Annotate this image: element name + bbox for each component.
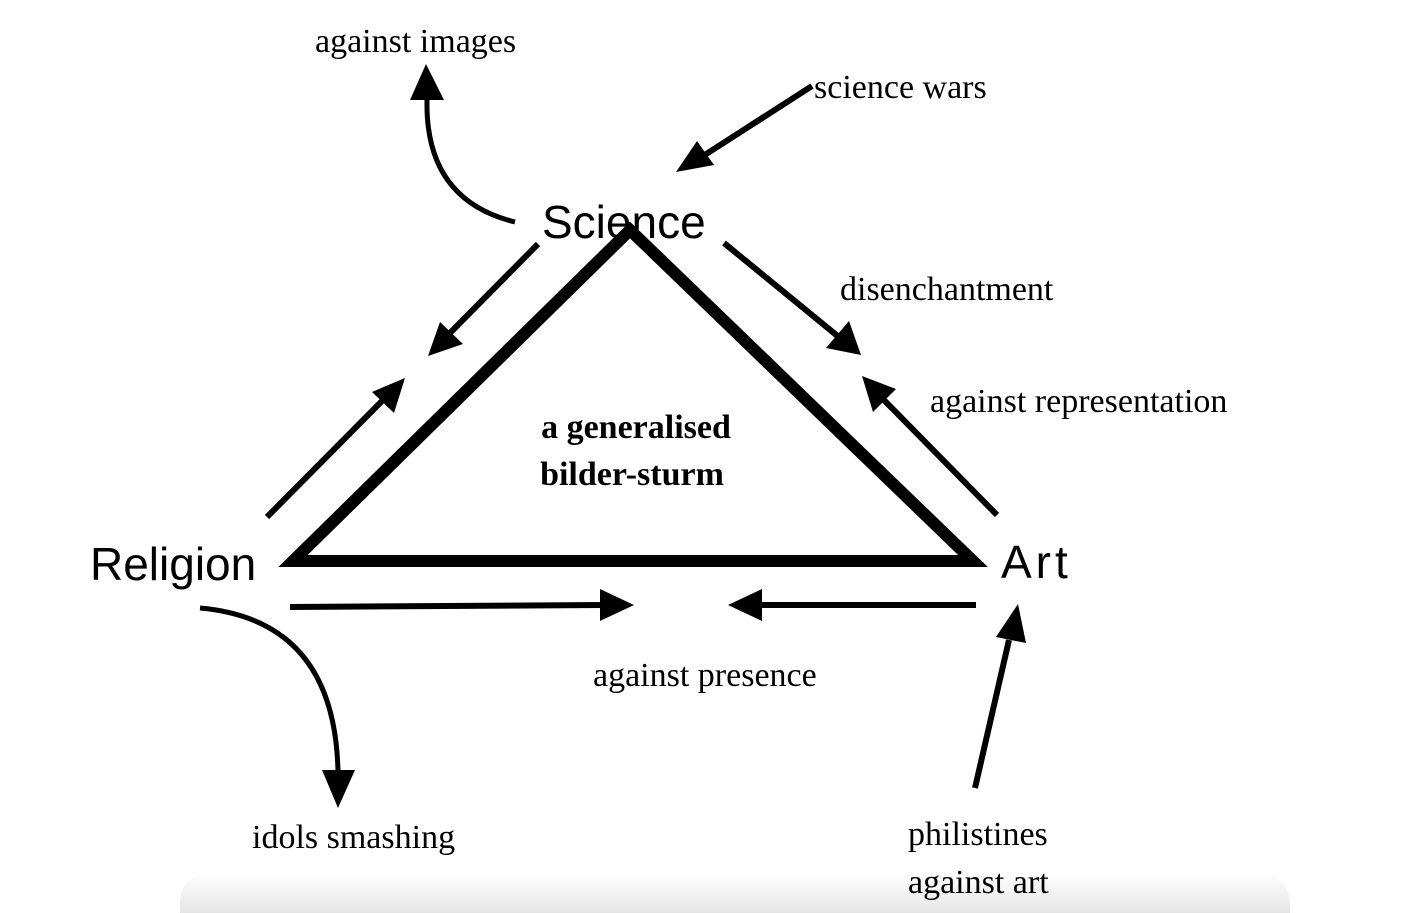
label-disenchantment: disenchantment (840, 271, 1054, 308)
label-science-wars: science wars (814, 69, 987, 106)
arrowhead-philistines (996, 604, 1026, 643)
arrowhead-science-to-religion-side (428, 322, 463, 356)
vertex-art: Art (1001, 536, 1072, 588)
arrowhead-idols-smashing (322, 770, 355, 808)
arrowhead-religion-to-science-side (372, 378, 405, 413)
arrow-philistines (972, 639, 1012, 789)
arrowhead-science-wars (676, 141, 714, 172)
center-label-line1: a generalised (541, 409, 731, 446)
arrow-science-wars (698, 83, 814, 161)
arrowhead-art-to-presence (728, 589, 762, 621)
vertex-religion: Religion (90, 538, 256, 590)
label-against-images: against images (315, 23, 516, 60)
vertex-science: Science (542, 196, 706, 248)
arrowhead-against-representation (862, 376, 896, 412)
arrow-religion-to-presence (289, 602, 605, 610)
arrowhead-against-images (410, 64, 444, 100)
arrow-against-representation (877, 393, 1000, 518)
arrowhead-disenchantment (826, 321, 861, 355)
arrow-religion-to-science-side (264, 395, 388, 520)
label-against-representation: against representation (930, 383, 1227, 420)
arrow-disenchantment (722, 240, 842, 341)
label-against-presence: against presence (593, 657, 817, 694)
label-idols-smashing: idols smashing (252, 819, 455, 856)
central-triangle (278, 221, 988, 567)
arrow-science-to-religion-side (445, 241, 541, 338)
label-philistines-line2: against art (908, 864, 1049, 901)
arrowhead-religion-to-presence (600, 589, 634, 621)
label-philistines-line1: philistines (908, 816, 1048, 853)
page-edge-shadow (180, 872, 1290, 913)
arrow-against-images (424, 99, 516, 225)
center-label-line2: bilder-sturm (540, 456, 724, 493)
arrow-idols-smashing (199, 605, 341, 773)
